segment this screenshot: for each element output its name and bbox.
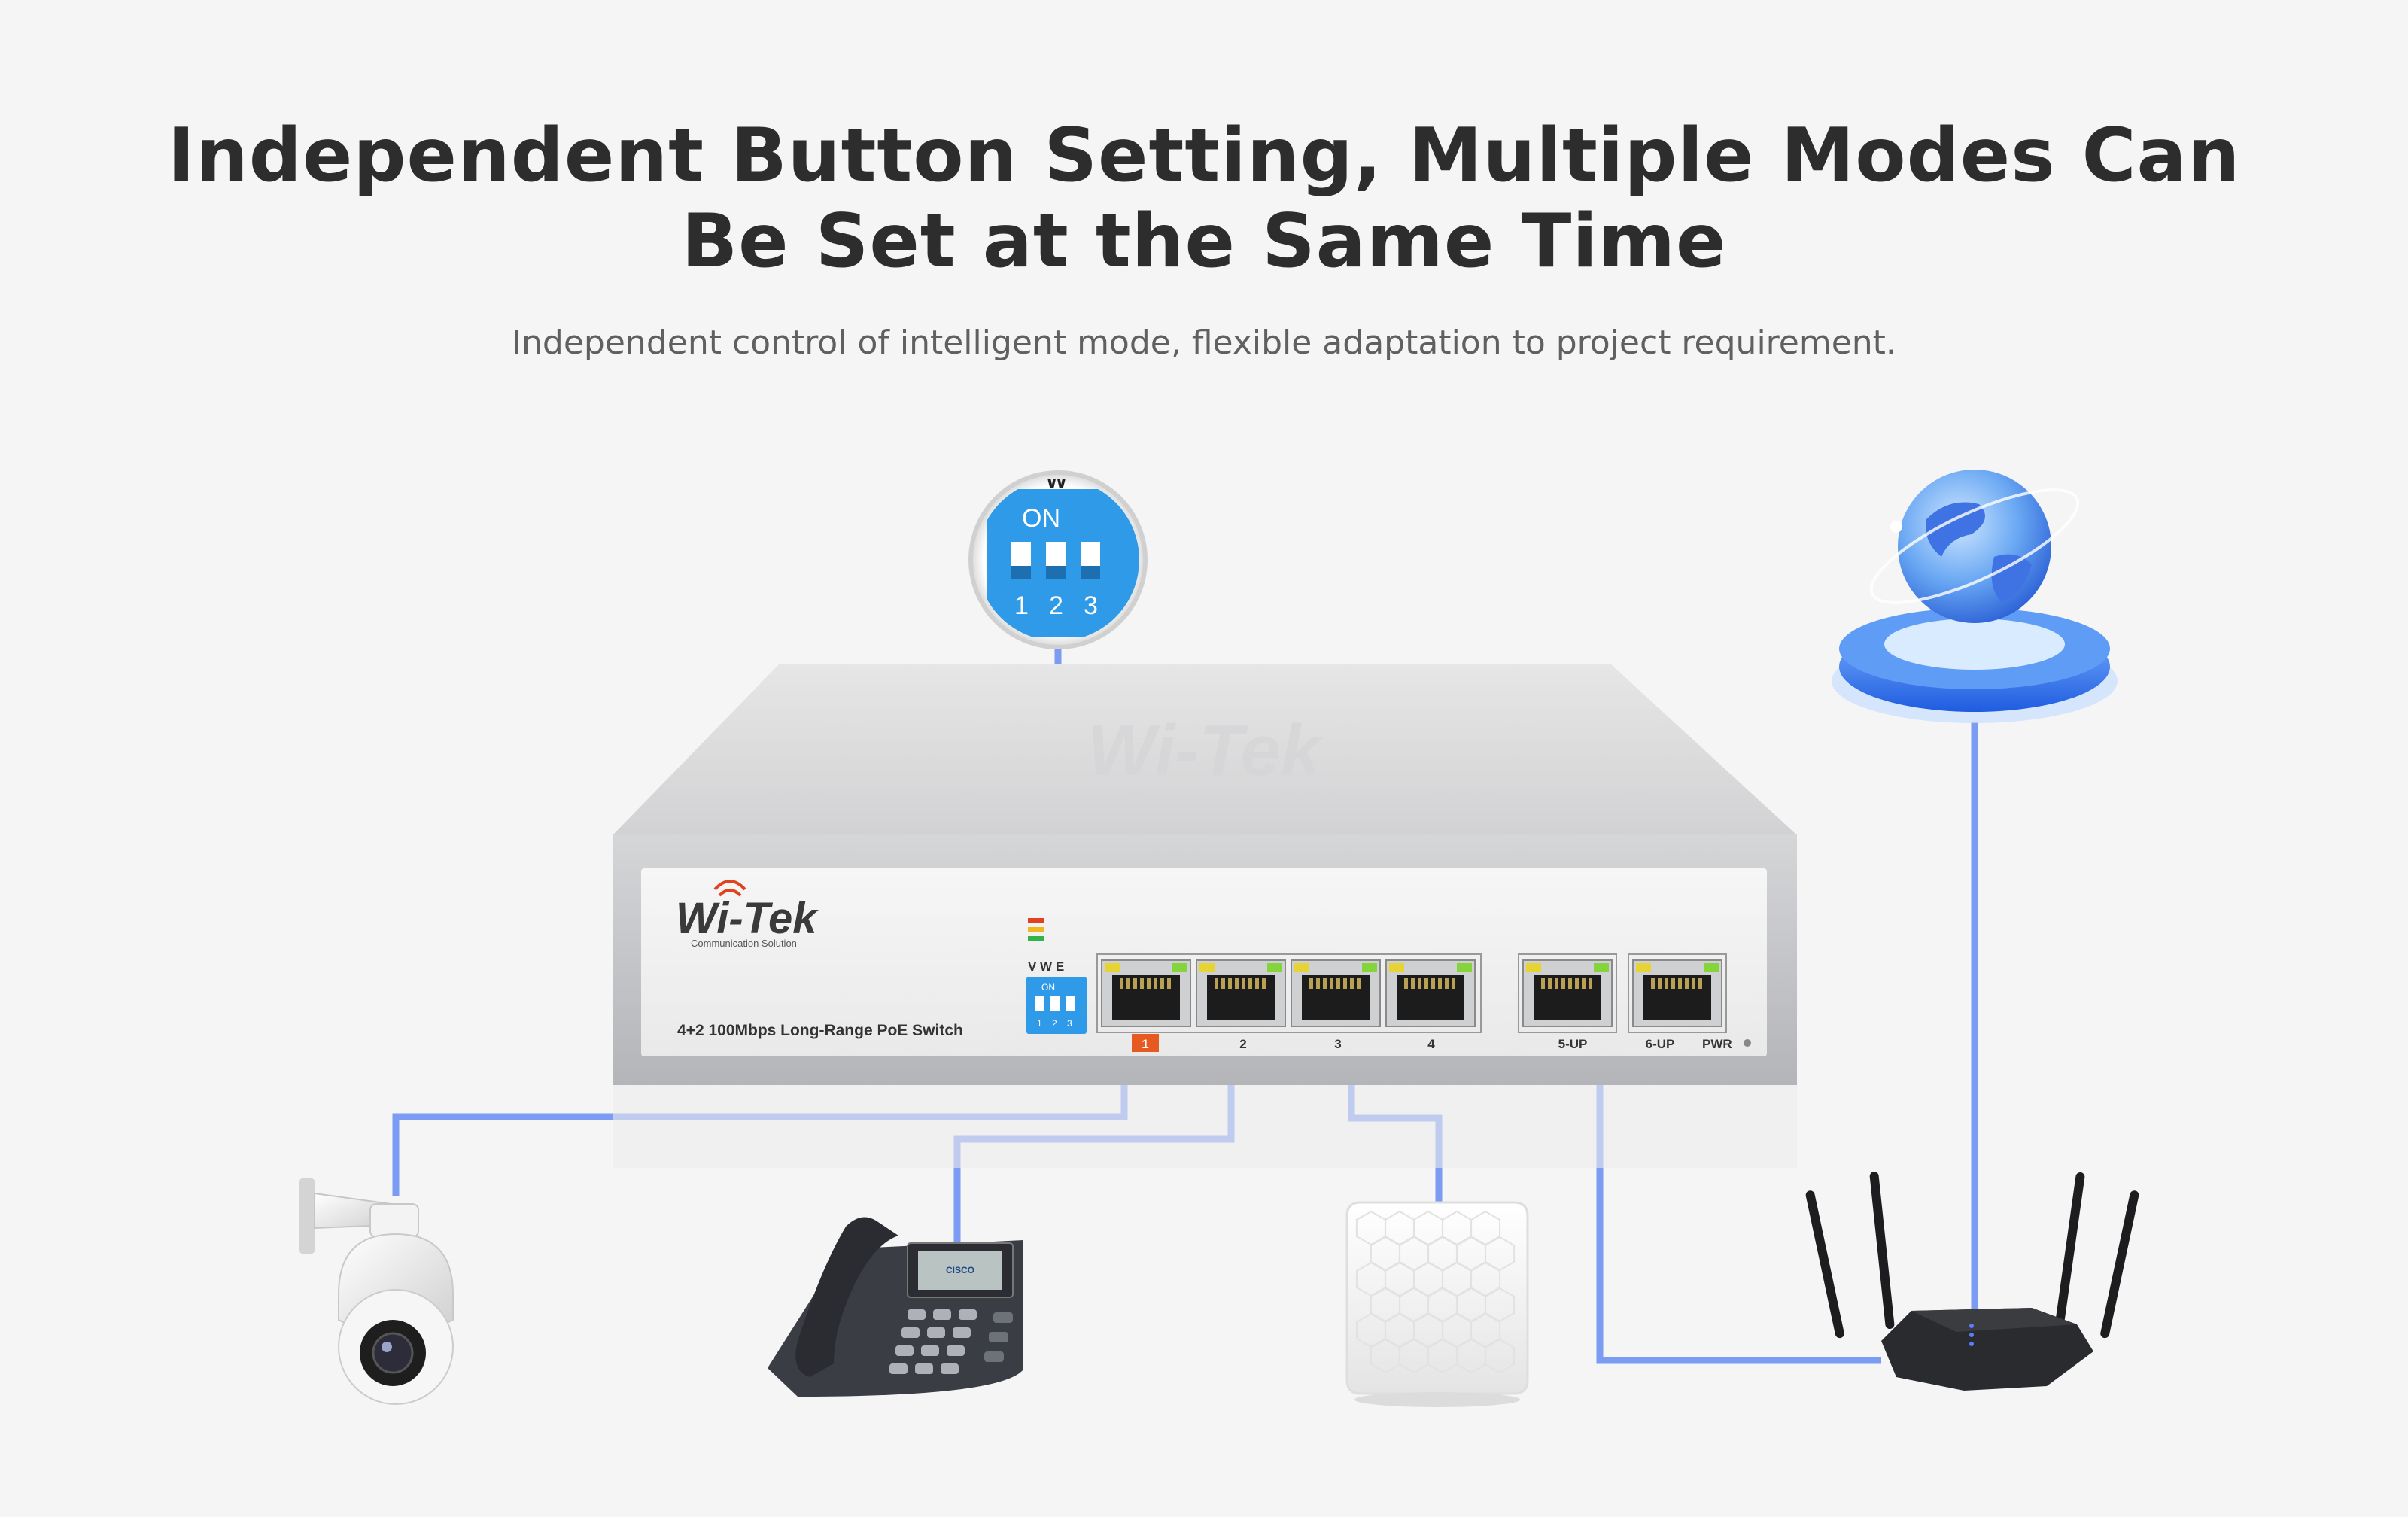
port-4-label: 4 xyxy=(1427,1037,1435,1051)
phone-key xyxy=(927,1327,945,1338)
phone-key xyxy=(953,1327,971,1338)
internet-globe-icon xyxy=(1832,469,2118,723)
phone-key xyxy=(941,1363,959,1374)
callout-on-label: ON xyxy=(1022,504,1060,533)
phone-key xyxy=(895,1345,914,1356)
globe-orbit-dot xyxy=(1890,521,1902,533)
ethernet-port-5[interactable] xyxy=(1523,960,1612,1026)
panel-dip-number-1: 1 xyxy=(1037,1018,1042,1029)
ethernet-port-1[interactable] xyxy=(1102,960,1190,1026)
brand-tagline: Communication Solution xyxy=(691,938,797,949)
ethernet-port-2[interactable] xyxy=(1196,960,1285,1026)
ethernet-port-6[interactable] xyxy=(1633,960,1722,1026)
port-5-label: 5-UP xyxy=(1558,1037,1588,1051)
phone-key xyxy=(915,1363,933,1374)
camera-wall-plate xyxy=(299,1178,315,1254)
phone-key xyxy=(921,1345,939,1356)
status-led-red xyxy=(1028,918,1044,923)
callout-number-2: 2 xyxy=(1049,591,1063,620)
callout-number-3: 3 xyxy=(1084,591,1098,620)
callout-toggle-2-slot xyxy=(1046,566,1066,579)
power-label: PWR xyxy=(1702,1037,1732,1051)
panel-dip-toggle-2[interactable] xyxy=(1050,996,1060,1011)
panel-dip-toggle-1[interactable] xyxy=(1035,996,1044,1011)
phone-brand-label: CISCO xyxy=(946,1265,974,1275)
phone-function-key xyxy=(993,1312,1013,1323)
router-antenna-2 xyxy=(1869,1172,1895,1330)
phone-key xyxy=(908,1309,926,1320)
ip-phone-device: CISCO xyxy=(768,1218,1023,1397)
panel-dip-number-2: 2 xyxy=(1052,1018,1057,1029)
ethernet-port-4[interactable] xyxy=(1386,960,1475,1026)
brand-logo-text: Wi-Tek xyxy=(676,894,819,943)
port-3-label: 3 xyxy=(1334,1037,1341,1051)
ethernet-port-3[interactable] xyxy=(1291,960,1380,1026)
phone-key xyxy=(947,1345,965,1356)
router-antenna-3 xyxy=(2054,1172,2085,1330)
dip-mode-header: V W E xyxy=(1028,959,1064,974)
router-led-2 xyxy=(1969,1333,1974,1337)
phone-key xyxy=(889,1363,908,1374)
ap-shadow xyxy=(1354,1392,1520,1407)
callout-number-1: 1 xyxy=(1014,591,1029,620)
wireless-access-point-device xyxy=(1347,1202,1528,1407)
switch-reflection xyxy=(613,1085,1797,1168)
poe-switch: Wi-Tek Wi-Tek Communication Solution 4+2… xyxy=(613,664,1797,1168)
phone-key xyxy=(901,1327,920,1338)
port-2-label: 2 xyxy=(1239,1037,1246,1051)
phone-function-key xyxy=(984,1351,1004,1362)
dip-switch-callout: W ON 1 2 3 xyxy=(971,468,1145,647)
camera-neck xyxy=(370,1204,418,1237)
phone-key xyxy=(933,1309,951,1320)
callout-toggle-3-slot xyxy=(1081,566,1100,579)
globe-pedestal-inner xyxy=(1884,619,2065,670)
callout-toggle-1-slot xyxy=(1011,566,1031,579)
power-led xyxy=(1744,1039,1751,1047)
port-1-label: 1 xyxy=(1142,1037,1148,1051)
ptz-camera-device xyxy=(299,1178,453,1404)
camera-lens-glint xyxy=(382,1342,392,1352)
router-led-3 xyxy=(1969,1342,1974,1346)
status-led-green xyxy=(1028,936,1044,941)
router-antenna-1 xyxy=(1805,1190,1845,1339)
phone-key xyxy=(959,1309,977,1320)
port-6-label: 6-UP xyxy=(1646,1037,1675,1051)
router-antenna-4 xyxy=(2099,1190,2139,1339)
switch-top-watermark: Wi-Tek xyxy=(1087,710,1324,791)
router-led-1 xyxy=(1969,1324,1974,1328)
panel-dip-on: ON xyxy=(1041,982,1055,993)
switch-model-label: 4+2 100Mbps Long-Range PoE Switch xyxy=(677,1022,963,1039)
panel-dip-toggle-3[interactable] xyxy=(1066,996,1075,1011)
phone-function-key xyxy=(989,1332,1008,1342)
panel-dip-number-3: 3 xyxy=(1067,1018,1072,1029)
camera-lens xyxy=(373,1333,412,1373)
status-led-yellow xyxy=(1028,927,1044,932)
